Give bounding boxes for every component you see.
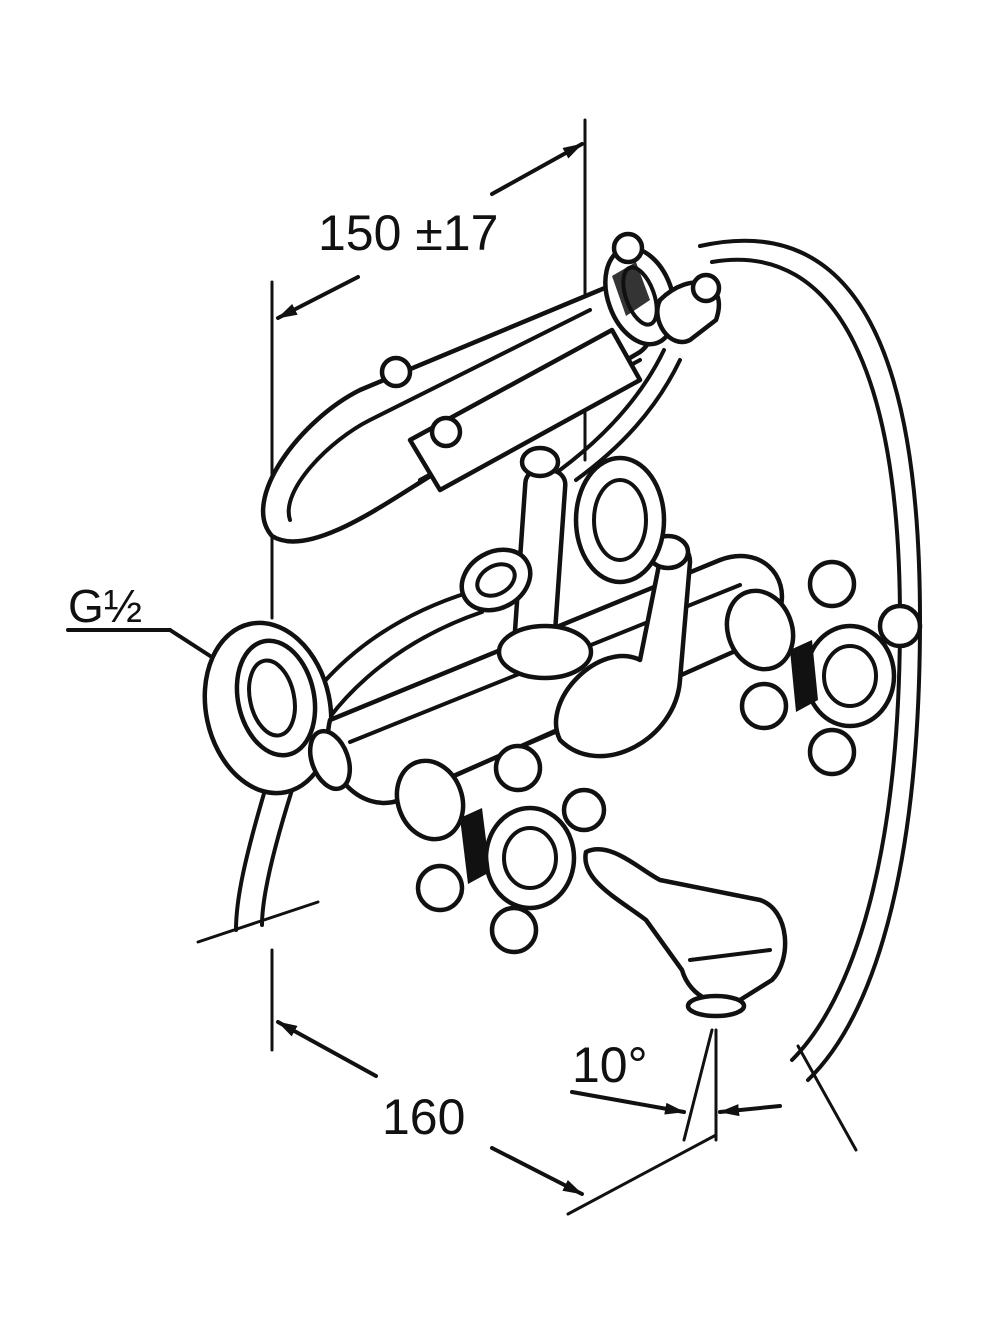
- bath-spout: [583, 847, 788, 1019]
- dim-160-baseline: [566, 1133, 718, 1216]
- dim-label-160: 160: [382, 1089, 465, 1145]
- faucet-illustration: [202, 231, 923, 1082]
- hose-nut: [307, 547, 533, 792]
- dim-label-angle: 10°: [572, 1037, 648, 1093]
- dim-150-arrow-upper: [490, 142, 584, 196]
- diverter-stem: [496, 445, 594, 681]
- dim-160-arrow-right: [490, 1146, 584, 1196]
- right-cross-handle: [724, 559, 923, 777]
- dim-label-thread: G½: [68, 580, 142, 632]
- hose-break-mark-left: [196, 900, 320, 944]
- dim-150-arrow-lower: [276, 275, 360, 320]
- dim-label-150: 150 ±17: [318, 205, 498, 261]
- hose-break-mark-right: [796, 1044, 858, 1152]
- wall-flange: [202, 620, 334, 796]
- left-cross-handle: [394, 743, 607, 955]
- angle-arrow-right: [718, 1104, 782, 1117]
- dim-160-arrow-left: [276, 1020, 378, 1078]
- diverter-lever: [553, 455, 693, 759]
- angle-arrow-left: [570, 1090, 686, 1115]
- hand-shower: [260, 231, 722, 544]
- spout-axis-tilted: [682, 1028, 714, 1142]
